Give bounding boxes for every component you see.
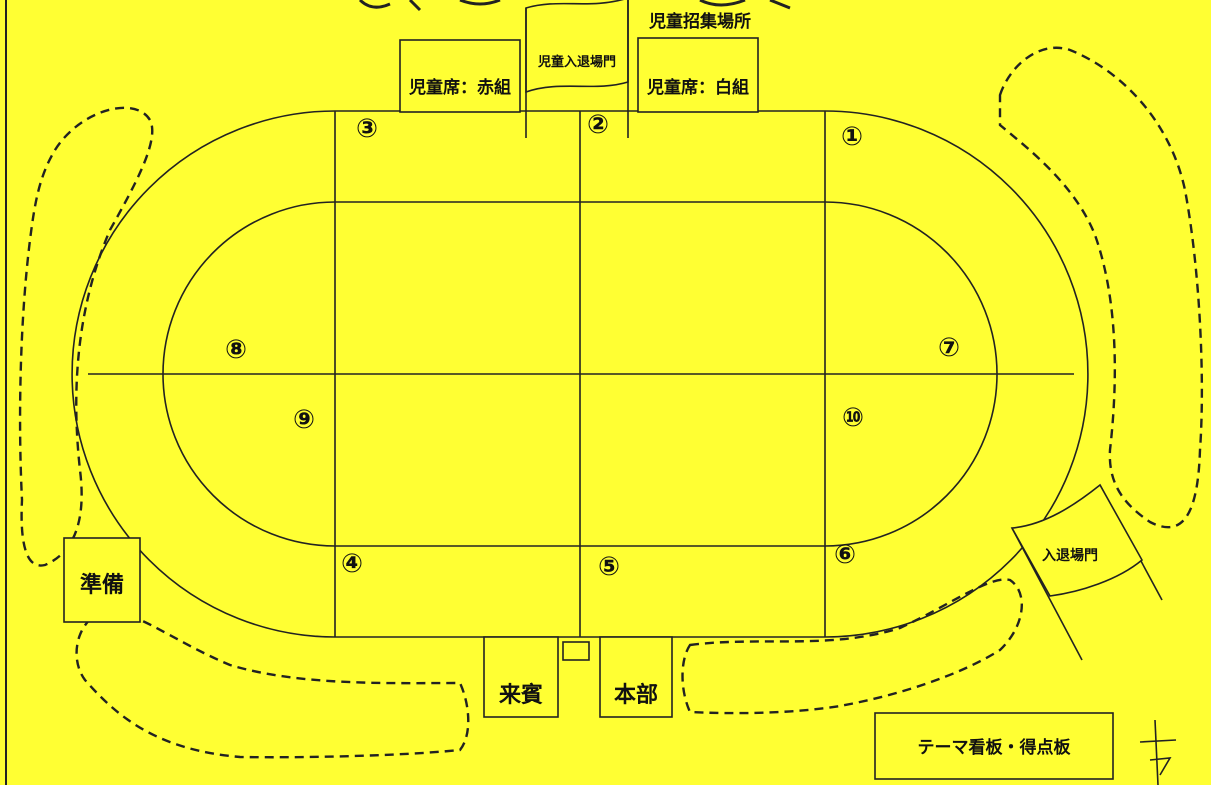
guests-box xyxy=(483,636,559,718)
guests-label: 来賓 xyxy=(498,682,543,708)
assembly-area-label: 児童招集場所 xyxy=(648,11,751,32)
title-fragment xyxy=(358,0,791,12)
marker-7: ⑦ xyxy=(938,333,960,363)
north-mark-arrow xyxy=(1149,757,1172,776)
seat-red-box xyxy=(399,39,521,113)
entrance-children-label: 児童入退場門 xyxy=(537,54,616,70)
theme-board-label: テーマ看板・得点板 xyxy=(918,737,1072,758)
seat-white-box xyxy=(637,37,759,113)
entrance-children-flag xyxy=(525,0,629,94)
marker-10: ⑩ xyxy=(842,403,864,433)
north-mark-horizontal xyxy=(1139,739,1177,743)
marker-6: ⑥ xyxy=(834,540,856,570)
marker-9: ⑨ xyxy=(293,405,315,435)
entrance-exit-flag xyxy=(1010,483,1144,597)
preparation-box xyxy=(63,537,141,623)
dashed-area-right xyxy=(998,46,1204,529)
seat-white-label: 児童席：白組 xyxy=(646,77,749,98)
small-box xyxy=(562,641,590,661)
preparation-label: 準備 xyxy=(80,572,124,598)
headquarters-box xyxy=(599,636,673,718)
marker-4: ④ xyxy=(341,549,363,579)
dashed-area-bottom-left xyxy=(75,609,470,759)
marker-3: ③ xyxy=(356,114,378,144)
marker-5: ⑤ xyxy=(598,552,620,582)
marker-8: ⑧ xyxy=(225,335,247,365)
headquarters-label: 本部 xyxy=(614,682,658,708)
marker-2: ② xyxy=(587,110,609,140)
dashed-area-bottom-right xyxy=(681,578,1023,715)
entrance-exit-label: 入退場門 xyxy=(1042,547,1098,564)
north-mark-vertical xyxy=(1154,719,1159,785)
dashed-area-left xyxy=(18,106,154,567)
marker-1: ① xyxy=(841,122,863,152)
theme-board-box xyxy=(874,712,1114,780)
seat-red-label: 児童席：赤組 xyxy=(408,77,511,98)
